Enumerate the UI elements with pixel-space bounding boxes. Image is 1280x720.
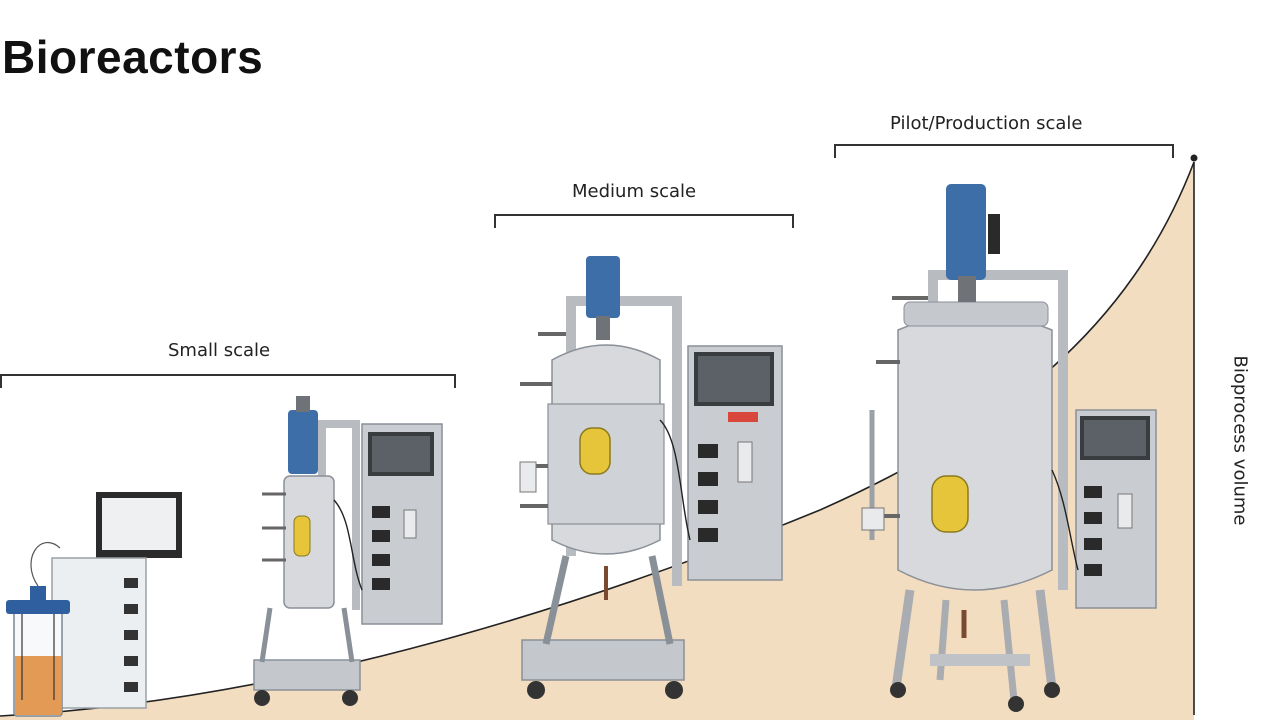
axis-endpoint	[1190, 154, 1198, 162]
medium-scale-bracket	[494, 214, 794, 228]
production-scale-label: Pilot/Production scale	[890, 113, 1083, 134]
production-bioreactor	[861, 184, 1157, 712]
volume-curve-area	[0, 162, 1194, 720]
production-scale-bracket	[834, 144, 1174, 158]
page-title: Bioreactors	[2, 31, 264, 83]
medium-bioreactor	[519, 256, 783, 699]
small-scale-bracket	[0, 374, 456, 388]
medium-scale-label: Medium scale	[572, 181, 697, 202]
benchtop-bioreactor	[6, 492, 182, 717]
small-scale-label: Small scale	[168, 340, 271, 361]
small-stand-bioreactor	[253, 396, 443, 706]
